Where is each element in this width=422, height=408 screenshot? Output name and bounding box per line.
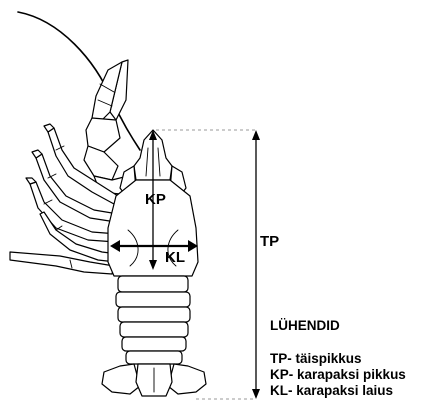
label-kp: KP (145, 191, 166, 208)
abdomen (116, 276, 190, 364)
legend-line-tp: TP- täispikkus (270, 351, 362, 366)
legend-title: LÜHENDID (270, 318, 340, 333)
label-kl: KL (165, 249, 185, 266)
label-tp: TP (260, 233, 279, 250)
legend: LÜHENDID TP- täispikkus KP- karapaksi pi… (270, 318, 406, 398)
legend-line-kp: KP- karapaksi pikkus (270, 367, 406, 382)
tail-fan (102, 364, 206, 396)
legend-line-kl: KL- karapaksi laius (270, 383, 393, 398)
